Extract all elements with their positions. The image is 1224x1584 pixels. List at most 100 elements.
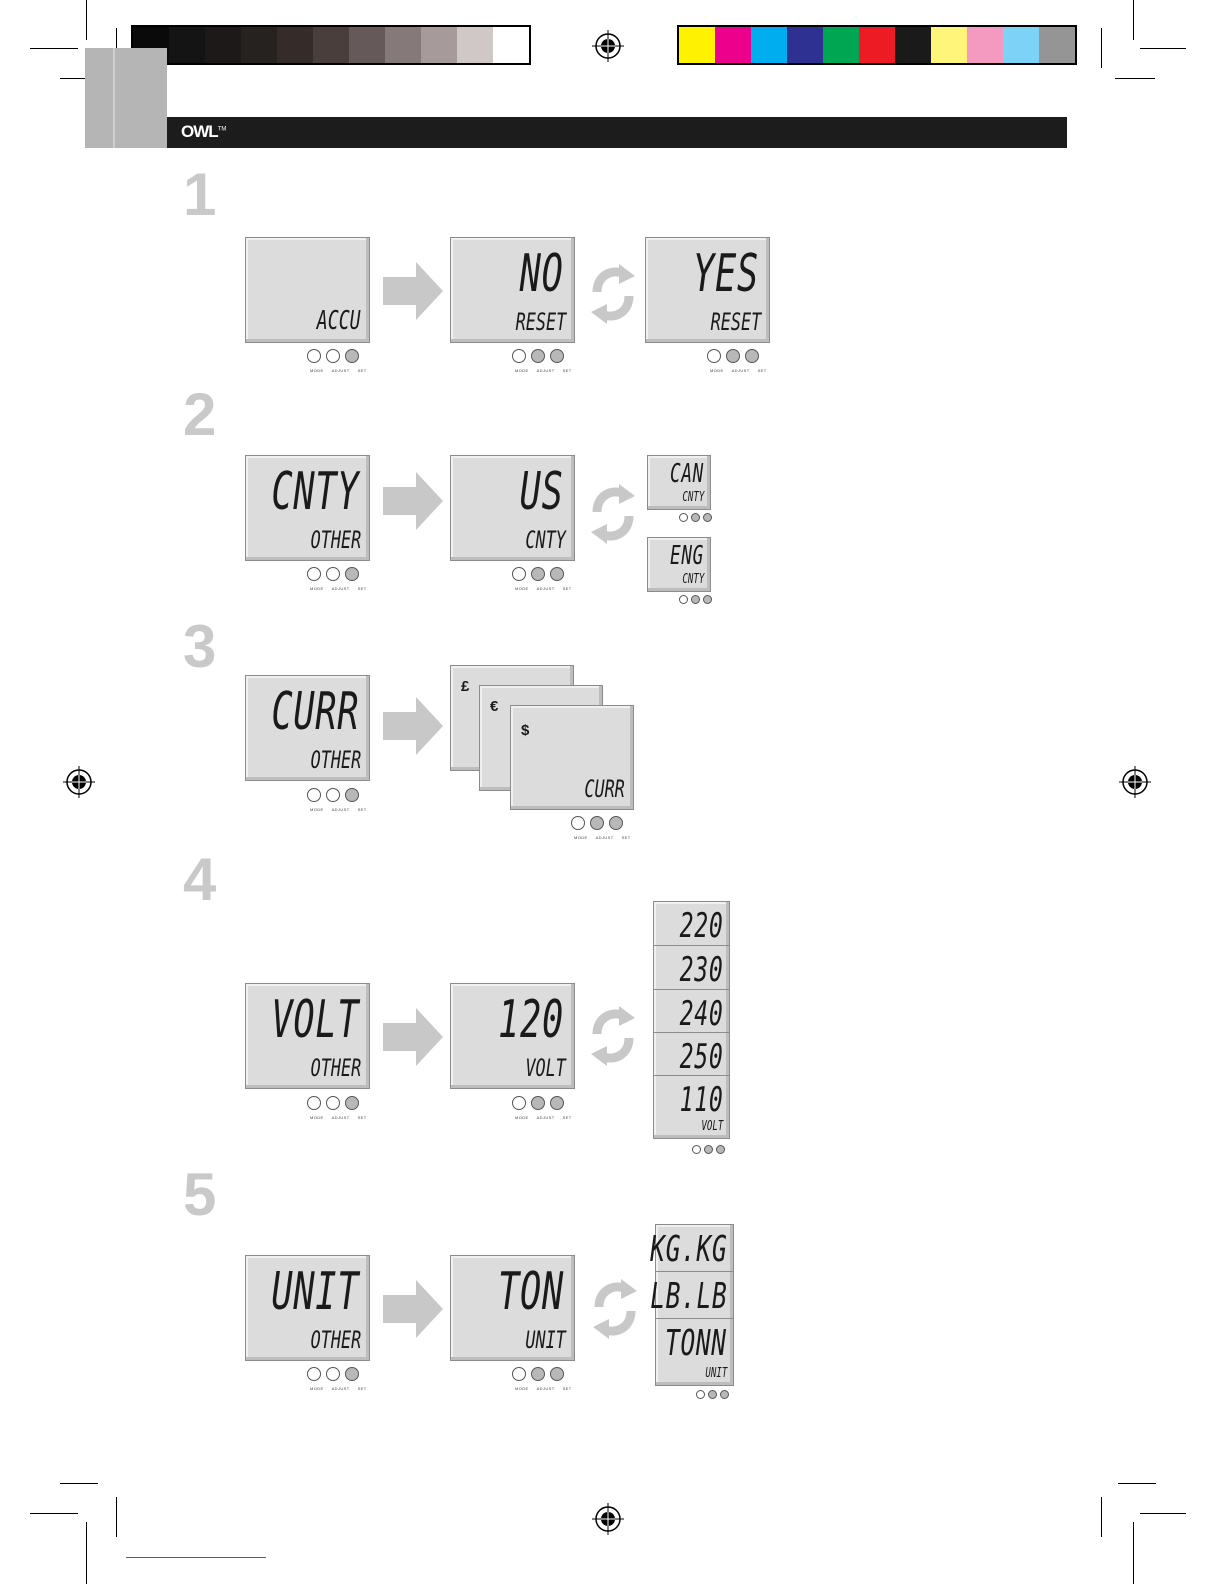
device-buttons — [512, 1367, 564, 1381]
mode-button — [707, 349, 721, 363]
lcd-small-text: VOLT — [701, 1119, 723, 1134]
mode-button — [307, 1096, 321, 1110]
arrow-right-icon — [383, 697, 443, 755]
option-list: KG.KG LB.LB TONN UNIT — [650, 1224, 734, 1386]
crop-mark — [1101, 1497, 1102, 1537]
step-number: 3 — [183, 613, 217, 680]
set-button — [550, 1096, 564, 1110]
crop-mark — [116, 1497, 117, 1537]
crop-mark — [1140, 1513, 1186, 1514]
set-button — [345, 1096, 359, 1110]
option-item: LB.LB — [650, 1272, 733, 1319]
lcd-big-text: NO — [520, 244, 564, 304]
crop-mark — [1115, 78, 1155, 79]
grey-swatch — [385, 27, 421, 63]
lcd-big-text: CURR — [271, 682, 359, 742]
option-item: 110 VOLT — [679, 1080, 723, 1134]
lcd-small-text: UNIT — [705, 1366, 727, 1381]
grey-swatch — [169, 27, 205, 63]
device-buttons — [512, 349, 564, 363]
step-number: 2 — [183, 381, 217, 448]
crop-mark — [60, 1483, 98, 1484]
step-number: 4 — [183, 846, 217, 913]
set-button — [720, 1390, 729, 1399]
set-button — [703, 595, 712, 604]
device-buttons — [307, 788, 359, 802]
mode-button — [512, 349, 526, 363]
lcd-small-text: ACCU — [317, 306, 361, 336]
grey-swatch — [421, 27, 457, 63]
set-button — [550, 567, 564, 581]
arrow-right-icon — [383, 472, 443, 530]
color-swatch — [823, 27, 859, 63]
device-buttons — [679, 595, 712, 604]
set-button — [345, 1367, 359, 1381]
lcd-big-text: TON — [498, 1262, 564, 1322]
lcd-screen: TON UNIT — [450, 1255, 575, 1361]
mode-button — [307, 788, 321, 802]
registration-mark-icon — [592, 1503, 624, 1535]
grey-color-bar — [131, 25, 531, 65]
adjust-button — [531, 1367, 545, 1381]
adjust-button — [326, 567, 340, 581]
page-tab — [85, 48, 167, 148]
crop-mark — [30, 48, 78, 49]
device-buttons — [692, 1145, 725, 1154]
cycle-icon — [591, 484, 635, 544]
color-swatch — [967, 27, 1003, 63]
process-color-bar — [677, 25, 1077, 65]
adjust-button — [326, 1367, 340, 1381]
lcd-screen-small: ENG CNTY — [647, 537, 711, 592]
option-item: KG.KG — [650, 1225, 733, 1272]
crop-mark — [1133, 1522, 1134, 1584]
mode-button — [571, 816, 585, 830]
lcd-screen: UNIT OTHER — [245, 1255, 370, 1361]
device-buttons — [307, 1367, 359, 1381]
lcd-big-text: US — [520, 462, 564, 522]
adjust-button — [326, 1096, 340, 1110]
cycle-icon — [593, 1279, 637, 1339]
lcd-screen-dollar: $ CURR — [510, 705, 634, 810]
underline-mark — [126, 1557, 266, 1558]
grey-swatch — [493, 27, 529, 63]
color-swatch — [931, 27, 967, 63]
lcd-big-text: 120 — [498, 990, 564, 1050]
adjust-button — [691, 513, 700, 522]
color-swatch — [1003, 27, 1039, 63]
lcd-small-text: CURR — [584, 775, 625, 803]
crop-mark — [1118, 1483, 1156, 1484]
grey-swatch — [313, 27, 349, 63]
mode-button — [512, 1367, 526, 1381]
option-item: 250 — [654, 1033, 729, 1077]
lcd-small-text: CNTY — [525, 526, 566, 554]
set-button — [716, 1145, 725, 1154]
option-item: 230 — [654, 946, 729, 990]
step-number: 5 — [183, 1161, 217, 1228]
adjust-button — [326, 349, 340, 363]
adjust-button — [531, 567, 545, 581]
mode-button — [512, 567, 526, 581]
device-buttons — [512, 1096, 564, 1110]
grey-swatch — [457, 27, 493, 63]
color-swatch — [895, 27, 931, 63]
color-swatch — [679, 27, 715, 63]
adjust-button — [590, 816, 604, 830]
grey-swatch — [205, 27, 241, 63]
mode-button — [307, 567, 321, 581]
crop-mark — [1140, 48, 1186, 49]
arrow-right-icon — [383, 1008, 443, 1066]
adjust-button — [708, 1390, 717, 1399]
set-button — [550, 1367, 564, 1381]
mode-button — [307, 349, 321, 363]
device-buttons — [307, 1096, 359, 1110]
lcd-big-text: VOLT — [271, 990, 359, 1050]
crop-mark — [1133, 0, 1134, 40]
device-buttons — [512, 567, 564, 581]
owl-logo: OWLTM — [181, 122, 227, 141]
lcd-small-text: CNTY — [682, 490, 704, 505]
